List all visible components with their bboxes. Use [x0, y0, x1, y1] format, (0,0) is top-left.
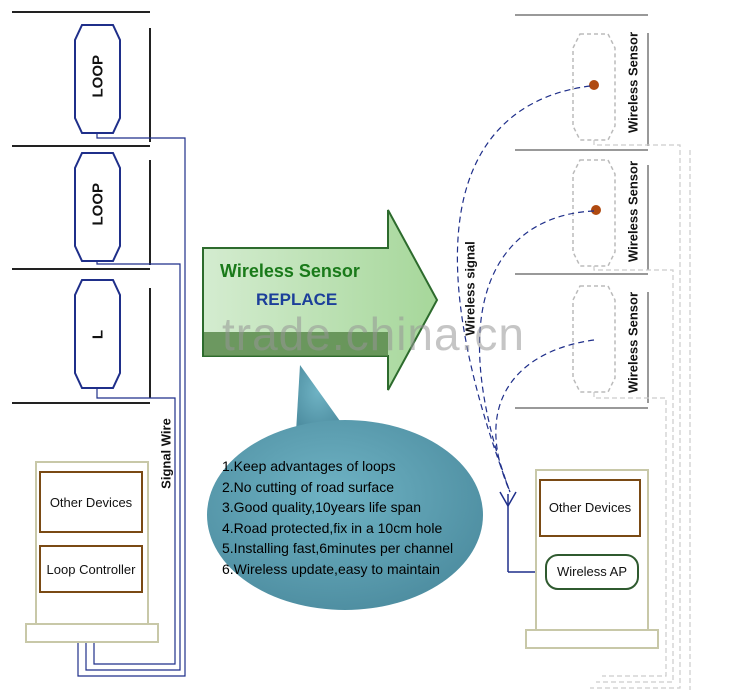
loop-controller-label: Loop Controller: [46, 562, 136, 577]
benefit-item: 3.Good quality,10years life span: [222, 499, 421, 515]
left-lanes: [12, 11, 151, 404]
sensor-label-2: Wireless Sensor: [625, 160, 641, 263]
sensor-dots: [589, 80, 601, 215]
benefit-item: 1.Keep advantages of loops: [222, 458, 396, 474]
left-other-devices-box: [39, 471, 143, 533]
loop-3-shape: [74, 279, 121, 389]
left-cabinet: [25, 461, 159, 643]
replace-arrow: [202, 209, 439, 391]
left-signal-wires: [77, 133, 186, 677]
right-lanes: [515, 14, 649, 409]
wireless-signal-label: Wireless signal: [462, 241, 478, 336]
signal-wire-label: Signal Wire: [158, 418, 174, 489]
left-loop-shapes: [74, 24, 121, 389]
benefit-item: 2.No cutting of road surface: [222, 478, 394, 495]
right-other-devices-label: Other Devices: [548, 500, 632, 515]
right-other-devices-box: [539, 479, 641, 537]
loop-label-2: LOOP: [89, 182, 107, 226]
sensor-label-1: Wireless Sensor: [625, 31, 641, 134]
right-cabinet: [525, 469, 659, 649]
wireless-ap-label: Wireless AP: [556, 564, 628, 579]
wireless-signal-arcs: [456, 85, 595, 493]
right-ghost-wires: [590, 140, 691, 690]
sensor-label-3: Wireless Sensor: [625, 291, 641, 394]
wireless-ap-box: [545, 554, 639, 590]
watermark: trade.china.cn: [222, 308, 525, 360]
loop-2-shape: [74, 152, 121, 262]
loop-label-3: L: [89, 329, 107, 340]
antenna-icon: [499, 491, 546, 573]
loop-1-shape: [74, 24, 121, 134]
arrow-subtitle: REPLACE: [256, 290, 338, 309]
left-other-devices-label: Other Devices: [49, 495, 133, 510]
loop-controller-box: [39, 545, 143, 593]
benefits-list: 1.Keep advantages of loops 2.No cutting …: [222, 456, 453, 579]
benefit-item: 6.Wireless update,easy to maintain: [222, 560, 440, 577]
benefit-item: 4.Road protected,fix in a 10cm hole: [222, 519, 443, 536]
loop-label-1: LOOP: [89, 54, 107, 98]
benefit-item: 5.Installing fast,6minutes per channel: [222, 540, 454, 556]
arrow-title: Wireless Sensor: [220, 261, 360, 281]
benefits-bubble: [207, 365, 483, 610]
